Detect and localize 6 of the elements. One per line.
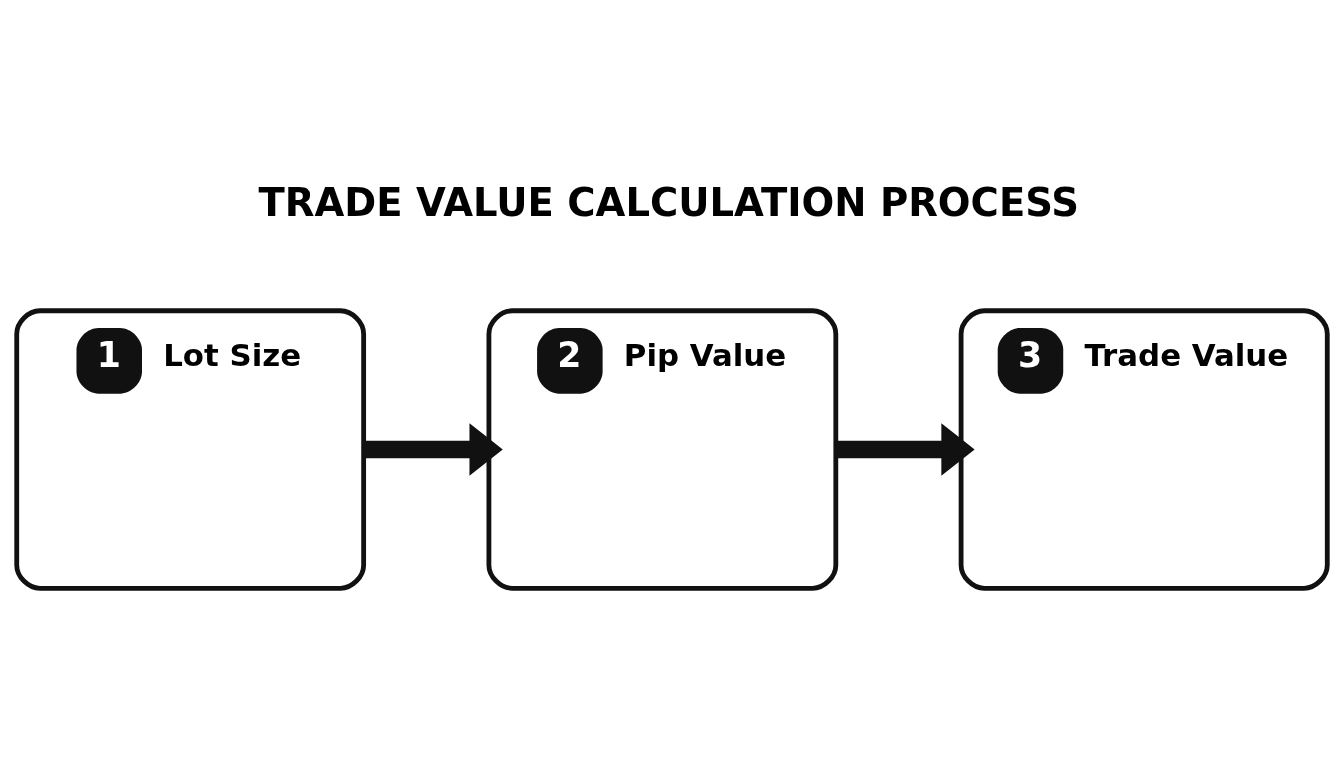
node-box: 1 Lot Size: [14, 308, 367, 591]
arrow: [836, 423, 975, 476]
node-box: 2 Pip Value: [486, 308, 839, 591]
arrow: [363, 423, 503, 476]
diagram-title: TRADE VALUE CALCULATION PROCESS: [258, 180, 1079, 226]
node-box: 3 Trade Value: [958, 308, 1330, 591]
